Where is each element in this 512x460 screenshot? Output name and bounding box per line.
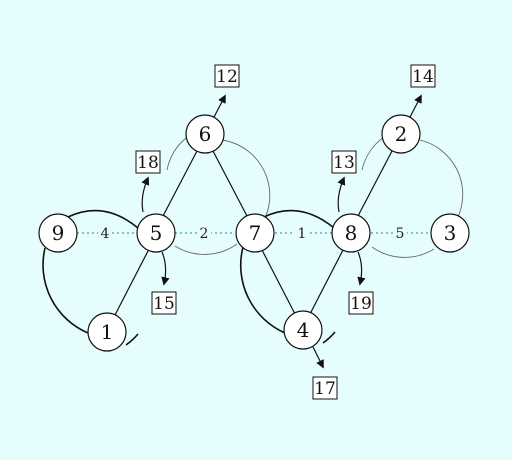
arc-7-8-top: [263, 209, 335, 229]
edge-7-4: [261, 249, 296, 315]
arc-6-5-left: [166, 137, 187, 171]
weight-bg: [98, 225, 112, 241]
weight-label-7-8: 1: [298, 226, 307, 242]
box-17: 17: [312, 376, 338, 400]
box-label: 13: [333, 153, 355, 173]
edge-8-4: [309, 249, 344, 315]
arc-9-5-top: [67, 209, 139, 229]
node-label: 7: [249, 221, 262, 245]
box-19: 19: [348, 291, 374, 315]
edge-6-7: [212, 150, 248, 217]
arrow-6-to-12: [213, 94, 226, 118]
arc-9-1-loop: [42, 247, 89, 334]
arrow-8-to-13: [337, 176, 346, 213]
node-label: 8: [345, 221, 358, 245]
arrow-5-to-15: [161, 251, 170, 286]
node-9: 9: [38, 213, 78, 253]
node-7: 7: [235, 213, 275, 253]
node-label: 6: [199, 122, 212, 146]
arc-8-3-lower: [371, 246, 435, 258]
node-8: 8: [331, 213, 371, 253]
box-14: 14: [410, 64, 436, 88]
weight-label-8-3: 5: [396, 226, 405, 242]
weight-label-5-7: 2: [200, 226, 209, 242]
node-label: 3: [444, 221, 457, 245]
weight-bg: [393, 225, 407, 241]
arc-1-tail: [125, 333, 139, 346]
arc-2-3: [419, 139, 464, 218]
box-label: 14: [412, 67, 434, 87]
arc-7-4-loop: [239, 246, 286, 334]
box-label: 12: [216, 67, 238, 87]
arrow-2-to-14: [409, 94, 422, 118]
node-5: 5: [136, 213, 176, 253]
arc-5-7-lower: [174, 243, 238, 255]
box-15: 15: [151, 291, 177, 315]
box-18: 18: [135, 150, 161, 174]
box-13: 13: [331, 150, 357, 174]
edge-5-1: [114, 250, 149, 316]
node-label: 4: [297, 318, 310, 342]
node-6: 6: [185, 114, 225, 154]
node-2: 2: [381, 114, 421, 154]
node-label: 5: [150, 221, 163, 245]
weight-bg: [197, 225, 211, 241]
node-3: 3: [430, 213, 470, 253]
weight-label-9-5: 4: [101, 226, 110, 242]
box-12: 12: [214, 64, 240, 88]
edge-2-8: [357, 150, 393, 217]
box-label: 15: [153, 294, 175, 314]
arc-2-8-left: [361, 136, 385, 171]
arrow-5-to-18: [141, 176, 150, 213]
node-label: 1: [101, 320, 114, 344]
node-4: 4: [283, 310, 323, 350]
node-1: 1: [87, 312, 127, 352]
weight-bg: [295, 225, 309, 241]
arc-4-tail: [322, 331, 336, 344]
edge-6-5: [162, 150, 198, 217]
node-label: 9: [52, 221, 65, 245]
box-label: 17: [314, 379, 336, 399]
node-label: 2: [395, 122, 408, 146]
box-label: 18: [137, 153, 159, 173]
arrow-4-to-17: [312, 346, 324, 369]
arrow-8-to-19: [357, 251, 366, 286]
box-label: 19: [350, 294, 372, 314]
